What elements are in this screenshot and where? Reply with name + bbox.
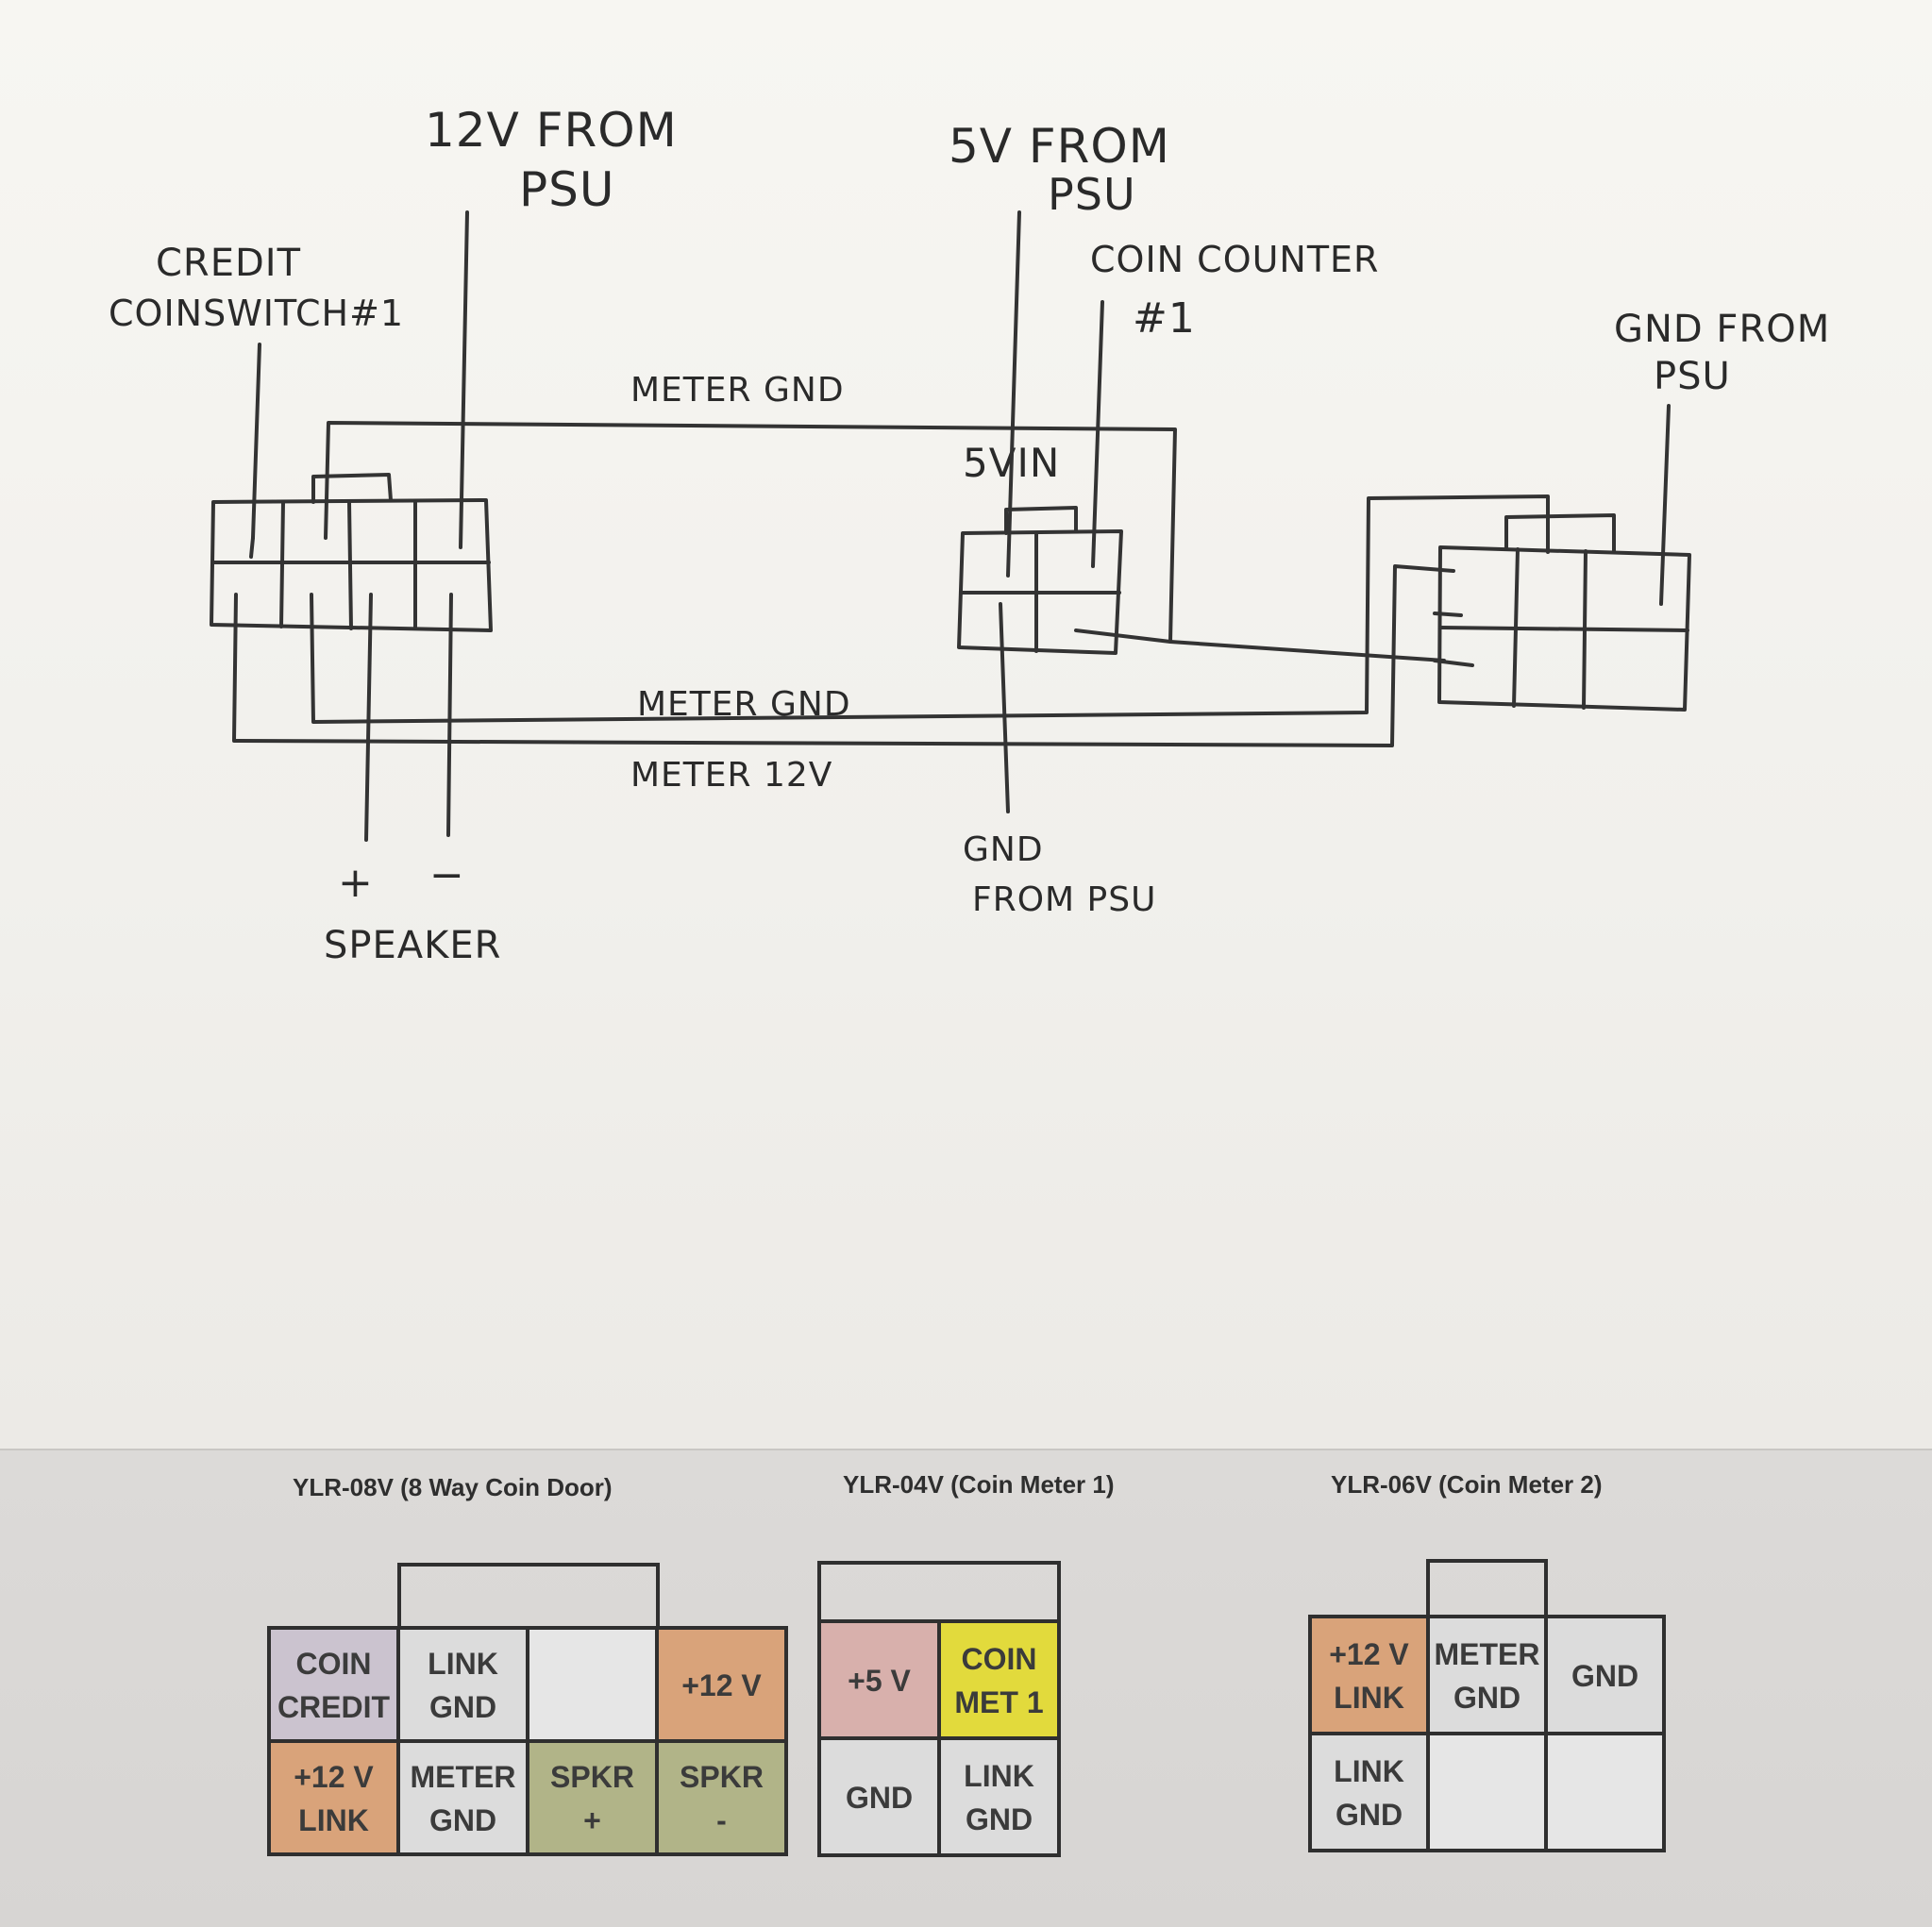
pinout-ylr04v-latch	[817, 1561, 1061, 1623]
pin-label: LINK	[1334, 1754, 1404, 1788]
pin-label: COIN	[962, 1642, 1037, 1676]
pinout-ylr08v: COIN CREDIT LINK GND +12 V +12 V LINK METER GND S…	[267, 1563, 788, 1856]
pin-cell: SPKR -	[655, 1739, 788, 1856]
connector-title-ylr06v: YLR-06V (Coin Meter 2)	[1331, 1470, 1603, 1499]
pin-label: SPKR	[550, 1760, 634, 1794]
label-credit-line2: COINSWITCH#1	[109, 293, 404, 334]
pin-cell-bg	[655, 1626, 788, 1743]
label-meter-12v: METER 12V	[630, 756, 832, 795]
pin-label: COIN	[296, 1647, 372, 1681]
pin-cell-bg	[1426, 1615, 1548, 1735]
pin-cell: METER GND	[396, 1739, 529, 1856]
pin-cell: METER GND	[1426, 1615, 1548, 1735]
pin-label: -	[716, 1803, 727, 1837]
pin-cell-bg	[526, 1626, 659, 1743]
pin-label: METER	[411, 1760, 516, 1794]
label-gnd-from-psu-right-line2: PSU	[1654, 355, 1731, 398]
pin-cell: SPKR +	[526, 1739, 659, 1856]
pin-cell: LINK GND	[396, 1626, 529, 1743]
pin-label: +12 V	[1329, 1637, 1409, 1671]
pin-cell-bg	[655, 1739, 788, 1856]
pin-cell	[1426, 1732, 1548, 1852]
pin-cell-bg	[817, 1619, 941, 1740]
pinout-ylr06v: +12 V LINK METER GND GND LINK GND	[1308, 1559, 1666, 1852]
label-gnd-from-psu-mid-line2: FROM PSU	[972, 880, 1156, 919]
pin-cell-bg	[817, 1736, 941, 1857]
sketch-labels: 12V FROM PSU 5V FROM PSU CREDIT COINSWIT…	[109, 103, 1830, 967]
pin-cell-bg	[396, 1739, 529, 1856]
pinout-ylr04v: +5 V COIN MET 1 GND LINK GND	[817, 1561, 1061, 1857]
pin-label: GND	[1571, 1659, 1638, 1693]
pin-label: +12 V	[294, 1760, 374, 1794]
pin-label: CREDIT	[277, 1690, 391, 1724]
sketch-connector-8way	[210, 473, 493, 632]
pin-label: GND	[966, 1802, 1033, 1836]
pin-cell: LINK GND	[1308, 1732, 1430, 1852]
sketch-drawing	[210, 210, 1691, 842]
label-speaker-plus: +	[338, 859, 374, 907]
pin-cell: +12 V	[655, 1626, 788, 1743]
pin-cell: LINK GND	[937, 1736, 1061, 1857]
label-5v-from-psu-line2: PSU	[1048, 169, 1136, 220]
pin-cell: GND	[817, 1736, 941, 1857]
pin-label: GND	[846, 1781, 913, 1815]
pin-cell-bg	[1308, 1615, 1430, 1735]
pin-cell-bg	[1426, 1732, 1548, 1852]
label-speaker-minus: −	[429, 851, 465, 899]
pin-label: METER	[1435, 1637, 1540, 1671]
pin-label: LINK	[298, 1803, 369, 1837]
pin-label: LINK	[1334, 1681, 1404, 1715]
pin-label: +5 V	[848, 1664, 911, 1698]
pin-cell-bg	[937, 1736, 1061, 1857]
pin-cell	[1544, 1732, 1666, 1852]
pin-label: GND	[1453, 1681, 1520, 1715]
pin-label: LINK	[964, 1759, 1034, 1793]
label-credit-line1: CREDIT	[156, 242, 301, 285]
pin-cell-bg	[396, 1626, 529, 1743]
pin-label: SPKR	[680, 1760, 764, 1794]
pinout-ylr08v-latch	[397, 1563, 660, 1630]
pinout-ylr06v-latch	[1426, 1559, 1548, 1618]
label-5v-from-psu-line1: 5V FROM	[949, 119, 1170, 174]
pin-label: GND	[429, 1803, 496, 1837]
pin-label: GND	[429, 1690, 496, 1724]
pinout-grids: COIN CREDIT LINK GND +12 V +12 V LINK METER GND S…	[267, 1559, 1666, 1857]
label-coin-counter-line1: COIN COUNTER	[1090, 239, 1379, 280]
pin-cell: GND	[1544, 1615, 1666, 1735]
pin-cell-bg	[1544, 1732, 1666, 1852]
sketch-wires	[232, 210, 1671, 842]
pin-label: +12 V	[681, 1668, 762, 1702]
pin-cell: +12 V LINK	[267, 1739, 400, 1856]
pin-cell: COIN CREDIT	[267, 1626, 400, 1743]
pin-cell-bg	[267, 1626, 400, 1743]
connector-title-ylr04v: YLR-04V (Coin Meter 1)	[843, 1470, 1115, 1499]
pin-cell: +12 V LINK	[1308, 1615, 1430, 1735]
label-12v-from-psu-line1: 12V FROM	[425, 103, 678, 158]
pin-label: GND	[1336, 1798, 1403, 1832]
pin-cell-bg	[1308, 1732, 1430, 1852]
label-gnd-from-psu-right-line1: GND FROM	[1614, 308, 1830, 351]
pin-label: +	[583, 1803, 601, 1837]
label-speaker: SPEAKER	[324, 924, 501, 967]
printed-pinouts: YLR-08V (8 Way Coin Door) YLR-04V (Coin …	[267, 1470, 1666, 1857]
label-12v-from-psu-line2: PSU	[519, 162, 615, 217]
pin-cell: +5 V	[817, 1619, 941, 1740]
pin-cell: COIN MET 1	[937, 1619, 1061, 1740]
sketch-connector-4way	[957, 506, 1123, 655]
pin-label: MET 1	[954, 1685, 1043, 1719]
pin-cell-bg	[267, 1739, 400, 1856]
sketch-connector-6way	[1437, 513, 1691, 712]
label-meter-gnd-top: METER GND	[630, 371, 845, 410]
label-coin-counter-line2: #1	[1133, 294, 1196, 343]
connector-title-ylr08v: YLR-08V (8 Way Coin Door)	[293, 1473, 613, 1501]
pin-cell	[526, 1626, 659, 1743]
pin-cell-bg	[526, 1739, 659, 1856]
pin-label: LINK	[428, 1647, 498, 1681]
sketch-paper	[0, 0, 1932, 1449]
label-gnd-from-psu-mid-line1: GND	[963, 830, 1044, 869]
pin-cell-bg	[937, 1619, 1061, 1740]
